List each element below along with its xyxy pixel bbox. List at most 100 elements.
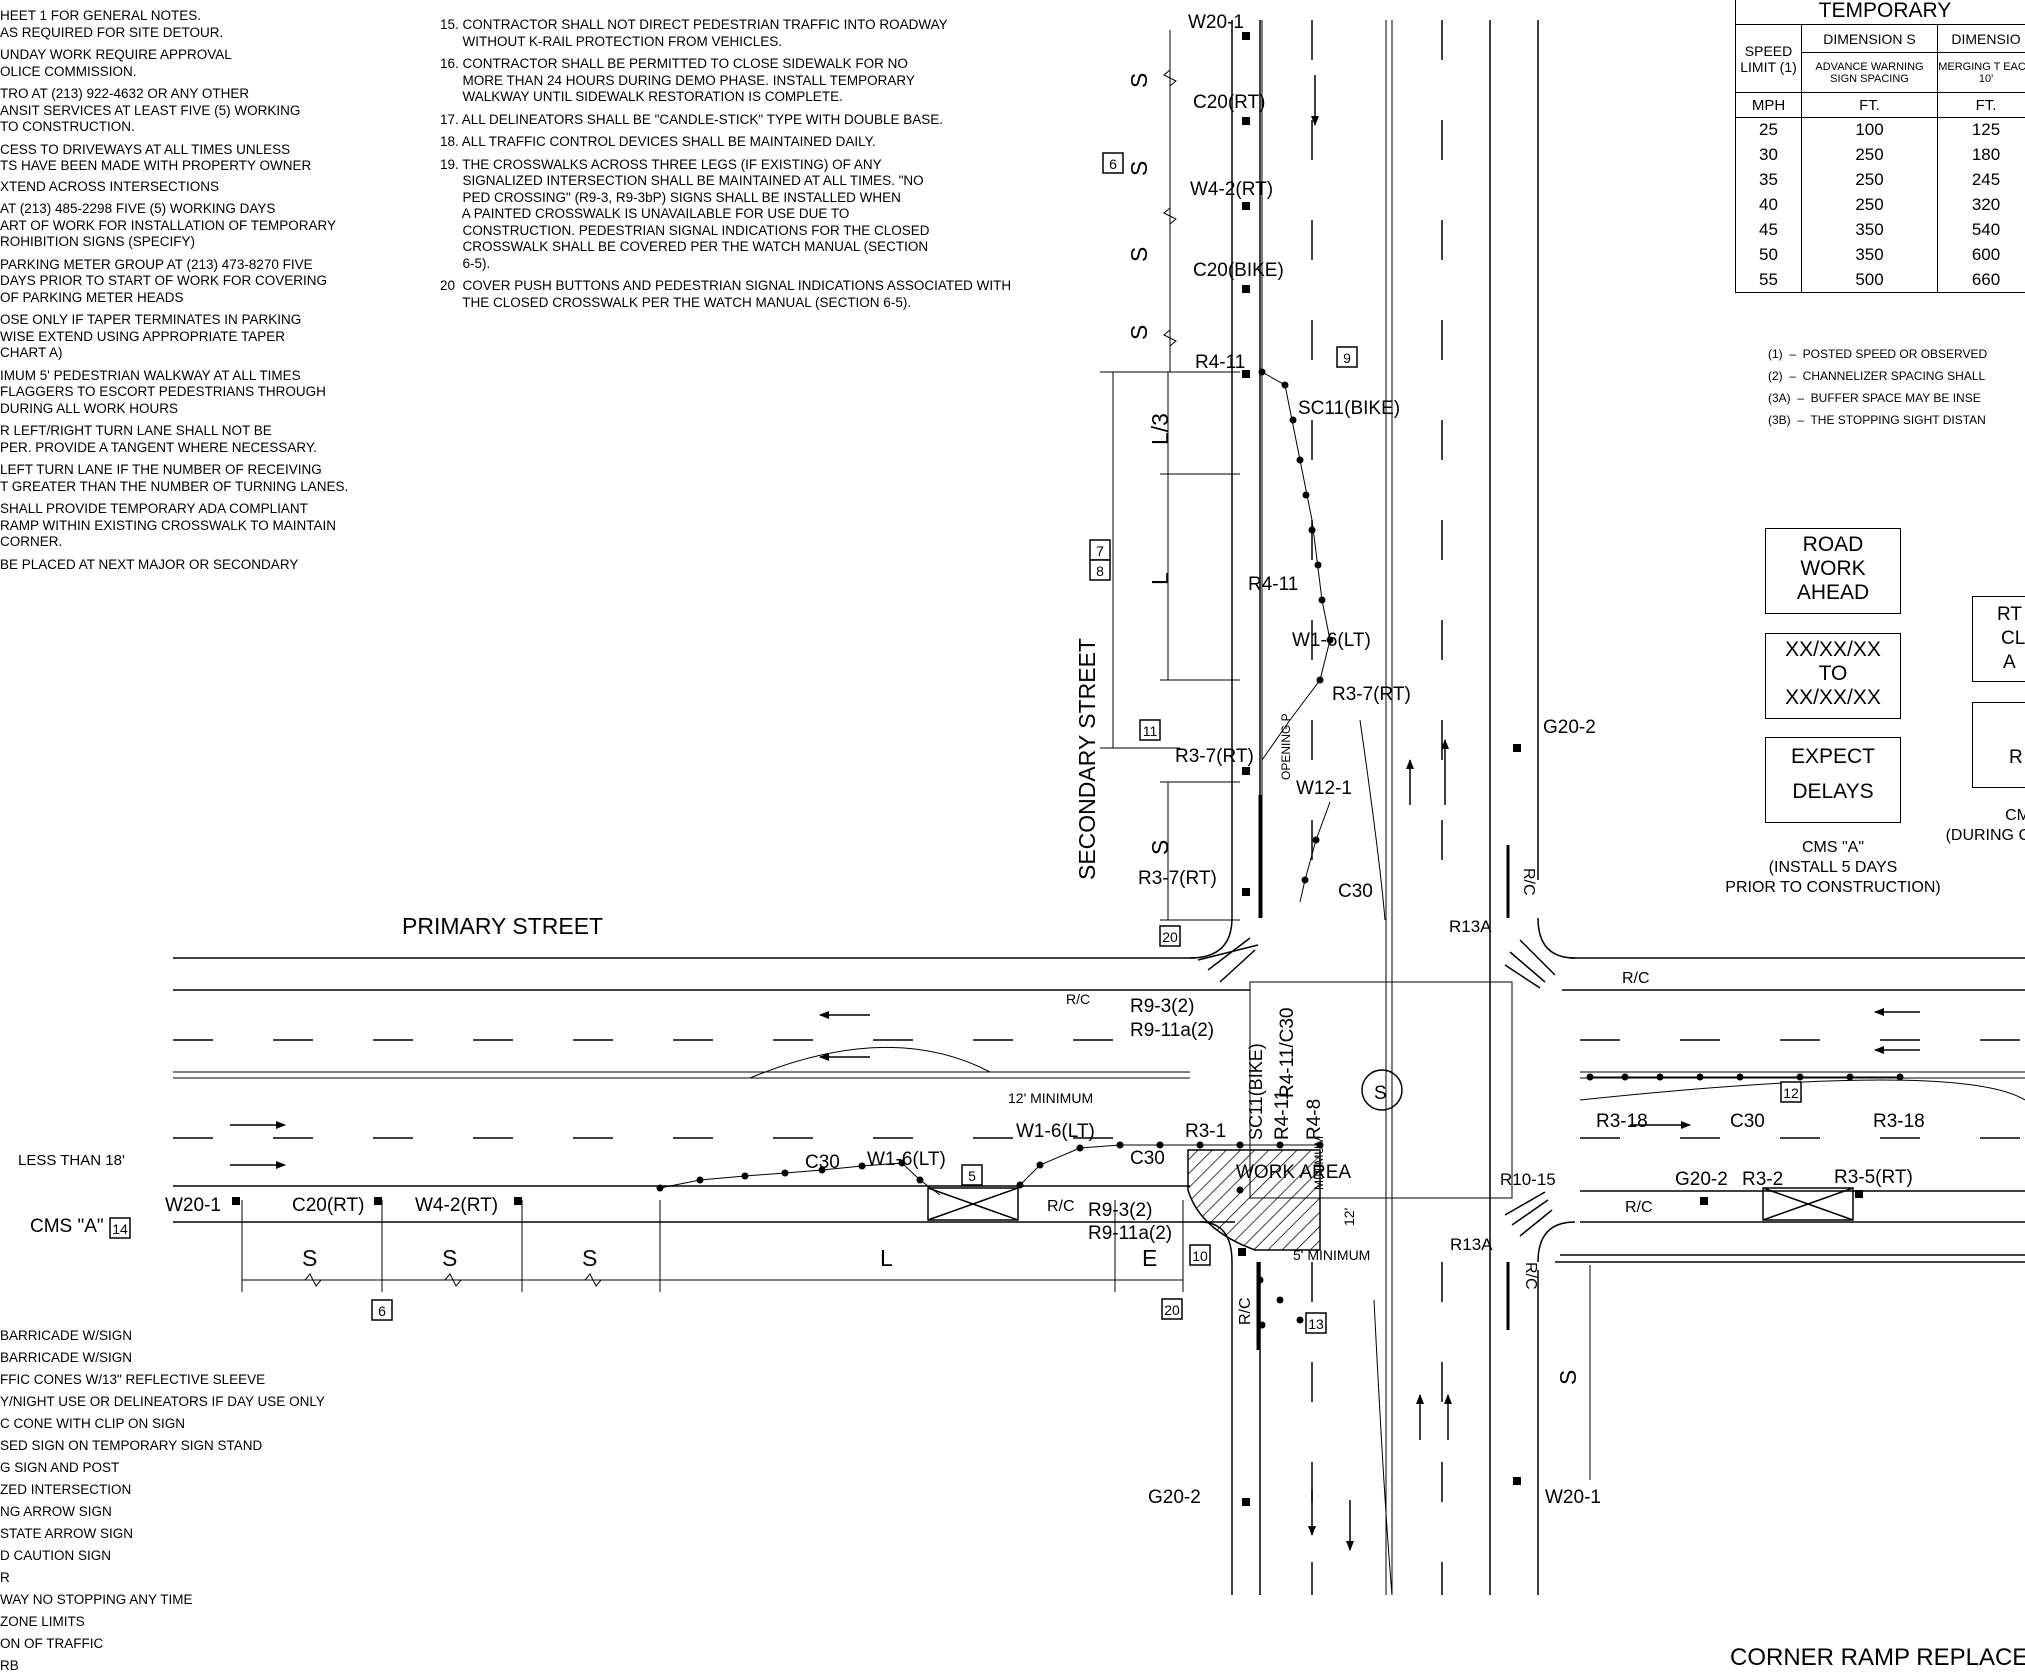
note-ref-box: 14 xyxy=(110,1218,130,1238)
sign-r3-1: R3-1 xyxy=(1185,1121,1226,1142)
opening-label: OPENING P xyxy=(1279,713,1293,780)
note-ref-number: 13 xyxy=(1308,1316,1324,1332)
sign-posts xyxy=(232,32,1863,1506)
channelizer-dot xyxy=(1797,1074,1804,1081)
note-ref-number: 6 xyxy=(1109,156,1117,172)
note-ref-number: 11 xyxy=(1143,723,1158,739)
rc-label-3: R/C xyxy=(1047,1198,1075,1215)
less-than-18: LESS THAN 18' xyxy=(18,1152,125,1169)
channelizer-dot xyxy=(1319,597,1326,604)
channelizer-dot xyxy=(697,1177,704,1184)
sign-r4-11-v: R4-11 xyxy=(1272,1090,1293,1140)
channelizer-dot xyxy=(1309,527,1316,534)
sign-r3-7-rt-2: R3-7(RT) xyxy=(1175,746,1254,767)
channelizer-dot xyxy=(1277,1297,1284,1304)
channelizer-dot xyxy=(1037,1162,1044,1169)
secondary-street-label: SECONDARY STREET xyxy=(1074,638,1100,880)
rc-label-4: R/C xyxy=(1625,1199,1653,1216)
dim-s: S xyxy=(1555,1370,1581,1385)
note-ref-box: 20 xyxy=(1162,1299,1182,1319)
channelizer-dot xyxy=(1237,1142,1244,1149)
note-ref-box: 10 xyxy=(1190,1245,1210,1265)
channelizer-dot xyxy=(917,1177,924,1184)
primary-street-label: PRIMARY STREET xyxy=(402,913,603,939)
work-area-text: WORK AREA xyxy=(1236,1162,1351,1183)
barricade xyxy=(1763,1188,1853,1220)
sign-w1-6-lt-2: W1-6(LT) xyxy=(1016,1121,1095,1142)
channelizer-dot xyxy=(1277,1142,1284,1149)
minimum-5-label: 5' MINIMUM xyxy=(1293,1247,1370,1263)
sign-g20-2: G20-2 xyxy=(1543,717,1596,738)
channelizer-dot xyxy=(782,1170,789,1177)
sign-r13a-2: R13A xyxy=(1450,1235,1493,1254)
dim-s: S xyxy=(582,1245,597,1271)
note-ref-number: 8 xyxy=(1096,563,1104,579)
sign-w1-6-lt-3: W1-6(LT) xyxy=(867,1149,946,1170)
channelizer-dot xyxy=(859,1163,866,1170)
note-ref-box: 11 xyxy=(1140,720,1160,740)
dim-s: S xyxy=(1126,325,1152,340)
note-ref-box: 9 xyxy=(1337,347,1357,367)
note-ref-number: 14 xyxy=(112,1221,128,1237)
channelizer-dot xyxy=(1302,877,1309,884)
channelizer-dot xyxy=(1237,1187,1244,1194)
note-ref-number: 20 xyxy=(1162,929,1178,945)
sign-r13a: R13A xyxy=(1449,917,1492,936)
rc-label-5: R/C xyxy=(1520,868,1537,896)
sign-w4-2-rt-2: W4-2(RT) xyxy=(415,1195,498,1216)
sign-w20-1-3: W20-1 xyxy=(165,1195,221,1216)
channelizer-dot xyxy=(1197,1142,1204,1149)
sign-c20-bike: C20(BIKE) xyxy=(1193,260,1284,281)
channelizer-dot xyxy=(1077,1145,1084,1152)
sign-c30-3: C30 xyxy=(1130,1148,1165,1169)
sign-sc11-bike: SC11(BIKE) xyxy=(1298,398,1400,419)
sign-g20-2-3: G20-2 xyxy=(1148,1487,1201,1508)
channelizer-dot xyxy=(1259,1322,1266,1329)
sign-c20-rt: C20(RT) xyxy=(1193,92,1266,113)
sign-r3-7-rt-3: R3-7(RT) xyxy=(1138,868,1217,889)
channelizer-dot xyxy=(657,1185,664,1192)
channelizer-dot xyxy=(1017,1182,1024,1189)
channelizer-dot xyxy=(1737,1074,1744,1081)
note-ref-box: 6 xyxy=(372,1300,392,1320)
sign-r4-11: R4-11 xyxy=(1195,352,1245,373)
channelizer-dot xyxy=(1317,677,1324,684)
dim-l: L xyxy=(1147,572,1173,585)
note-ref-box: 20 xyxy=(1160,926,1180,946)
sign-c30-2: C30 xyxy=(805,1152,840,1173)
sign-r9-3-2-b: R9-3(2) xyxy=(1088,1200,1152,1221)
dim-s: S xyxy=(1126,247,1152,262)
rc-label-6: R/C xyxy=(1522,1262,1539,1290)
sign-w20-1-2: W20-1 xyxy=(1545,1487,1601,1508)
note-ref-box: 12 xyxy=(1781,1082,1801,1102)
sign-r10-15: R10-15 xyxy=(1500,1170,1556,1189)
note-ref-number: 20 xyxy=(1164,1302,1180,1318)
note-ref-box: 5 xyxy=(962,1165,982,1185)
svg-text:S: S xyxy=(1374,1083,1387,1104)
sign-c30-4: C30 xyxy=(1730,1111,1765,1132)
sign-r4-11-c30: R4-11/C30 xyxy=(1277,1008,1298,1098)
sign-w12-1: W12-1 xyxy=(1296,778,1352,799)
dim-l: L xyxy=(880,1245,893,1271)
corner-ramp-label: CORNER RAMP REPLACE xyxy=(1730,1644,2025,1666)
channelizer-dot xyxy=(1315,562,1322,569)
channelizer-dot xyxy=(1282,382,1289,389)
sign-g20-2-2: G20-2 xyxy=(1675,1169,1728,1190)
sign-r9-3-2: R9-3(2) xyxy=(1130,996,1194,1017)
channelizer-dot xyxy=(1117,1142,1124,1149)
sign-c30: C30 xyxy=(1338,881,1373,902)
channelizer-dot xyxy=(1897,1074,1904,1081)
dim-s: S xyxy=(302,1245,317,1271)
twelve-label: 12' xyxy=(1341,1208,1357,1226)
channelizer-dot xyxy=(1847,1074,1854,1081)
dim-s: S xyxy=(1126,73,1152,88)
channelizer-dot xyxy=(1297,457,1304,464)
channelizer-dot xyxy=(1297,1317,1304,1324)
channelizer-dot xyxy=(1290,417,1297,424)
sign-r9-11a-2-b: R9-11a(2) xyxy=(1088,1223,1172,1244)
channelizer-dot xyxy=(1622,1074,1629,1081)
channelizer-dot xyxy=(1257,1277,1264,1284)
channelizer-dot xyxy=(1587,1074,1594,1081)
sign-r3-2: R3-2 xyxy=(1742,1169,1783,1190)
